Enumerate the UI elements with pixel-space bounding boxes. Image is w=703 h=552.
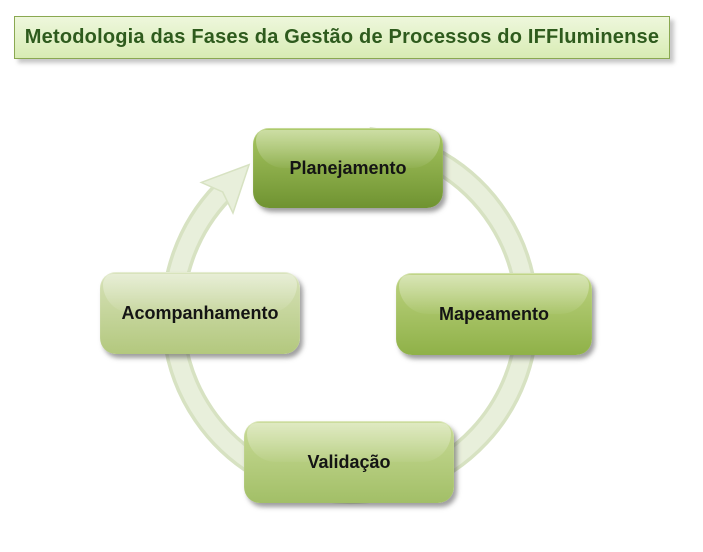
cycle-node-planejamento: Planejamento — [253, 128, 443, 208]
title-banner: Metodologia das Fases da Gestão de Proce… — [14, 16, 670, 59]
cycle-node-label: Validação — [307, 451, 391, 472]
cycle-arrowhead-icon — [199, 163, 251, 216]
cycle-node-label: Planejamento — [289, 157, 407, 178]
cycle-node-label: Acompanhamento — [121, 302, 279, 323]
cycle-node-label: Mapeamento — [438, 303, 550, 324]
cycle-node-validacao: Validação — [244, 421, 454, 503]
cycle-node-acompanhamento: Acompanhamento — [100, 272, 300, 354]
page-title: Metodologia das Fases da Gestão de Proce… — [24, 26, 660, 48]
cycle-node-mapeamento: Mapeamento — [396, 273, 592, 355]
